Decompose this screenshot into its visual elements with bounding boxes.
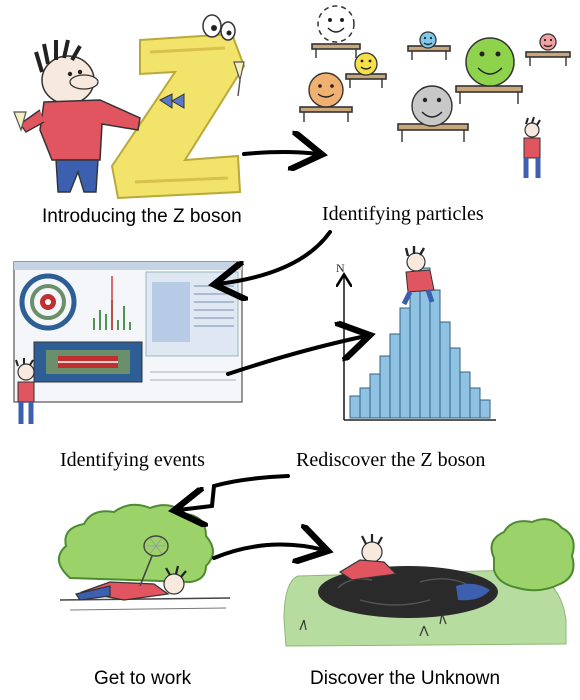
arrow-particles-to-events [218, 230, 332, 284]
histogram-bar [359, 387, 371, 419]
histogram-bar [479, 399, 491, 419]
panel-rediscover: N [336, 246, 496, 421]
histogram-bar [429, 289, 441, 419]
histogram-bar [469, 387, 481, 419]
arrow-events-to-rediscover [226, 336, 366, 376]
particle-pink [539, 33, 557, 51]
panel-events [13, 261, 243, 424]
panel-introducing [13, 14, 246, 200]
flow-arrows [178, 152, 366, 558]
arrow-rediscover-to-work [178, 474, 290, 510]
detector-side-view [33, 341, 143, 383]
bush-left [58, 503, 214, 584]
detector-end-view [19, 273, 77, 331]
histogram-bar [459, 371, 471, 419]
panel-work [58, 503, 231, 611]
panel-unknown [283, 518, 575, 647]
character-shirt [39, 99, 141, 161]
histogram-bar [389, 333, 401, 419]
particle-orange [308, 72, 344, 108]
histogram [349, 267, 491, 419]
axis-label-n: N [336, 261, 345, 275]
panel-particles [299, 5, 571, 178]
particle-yellow [354, 52, 378, 76]
histogram-bar [449, 347, 461, 419]
histogram-bar [349, 395, 361, 419]
particle-gray [411, 85, 453, 127]
label-work: Get to work [94, 668, 192, 689]
particle-green [465, 37, 515, 87]
arrow-introducing-to-particles [242, 152, 318, 154]
histogram-bar [409, 281, 421, 419]
histogram-bar [399, 307, 411, 419]
label-unknown: Discover the Unknown [310, 668, 500, 689]
histogram-bar [379, 355, 391, 419]
bush-right [490, 518, 575, 592]
particle-blue [419, 31, 437, 49]
particle-dashed [317, 5, 355, 43]
label-introducing: Introducing the Z boson [42, 206, 242, 227]
label-particles: Identifying particles [322, 203, 484, 225]
label-rediscover: Rediscover the Z boson [296, 449, 485, 471]
label-events: Identifying events [60, 449, 205, 471]
arrow-work-to-unknown [212, 545, 324, 558]
z-letter [110, 32, 246, 200]
histogram-bar [439, 321, 451, 419]
histogram-bar [369, 373, 381, 419]
